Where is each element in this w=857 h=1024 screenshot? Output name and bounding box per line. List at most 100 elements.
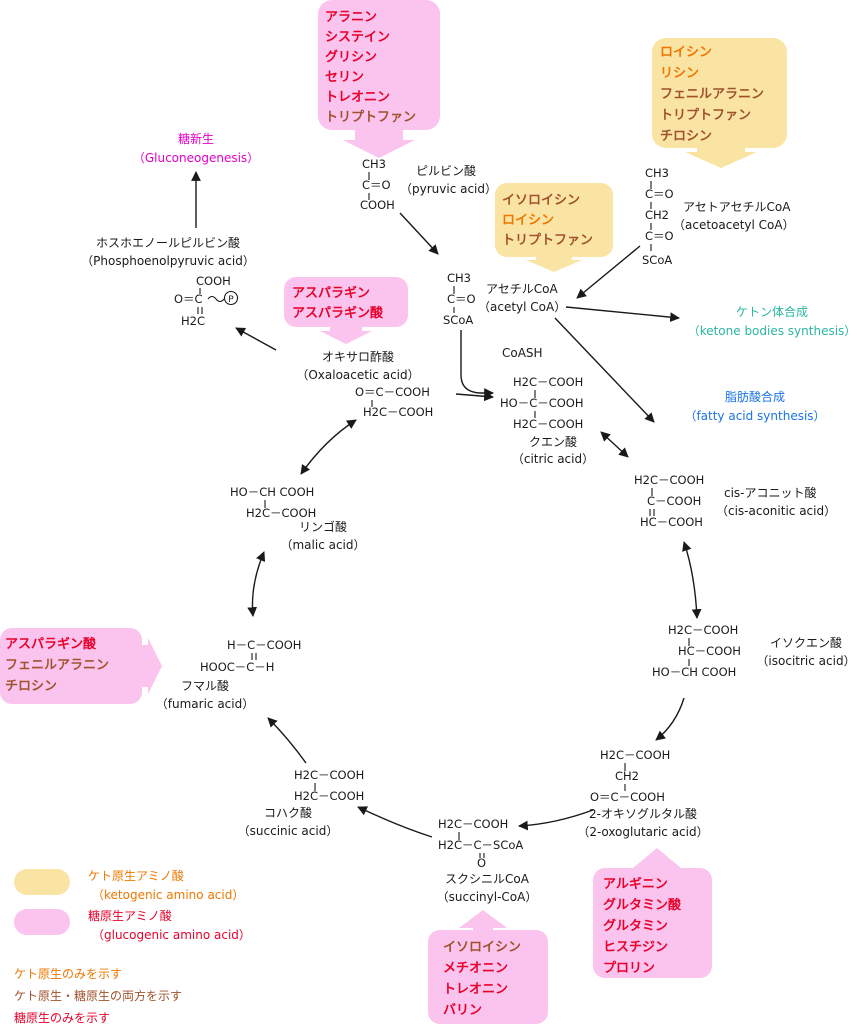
compound-name-en: （Phosphoenolpyruvic acid） [81, 254, 255, 268]
amino-acid: アスパラギン酸 [5, 636, 97, 652]
formula-line: C＝O [362, 178, 391, 192]
formula-line: H2C－C－SCoA [438, 838, 523, 852]
legend-note-ketogenic-only: ケト原生のみを示す [14, 967, 122, 981]
ketone-synthesis-ja: ケトン体合成 [736, 304, 808, 319]
compound-name-ja: スクシニルCoA [445, 872, 530, 886]
compound-malic-acid: HO－CH COOH H2C－COOH リンゴ酸 （malic acid） [230, 485, 366, 552]
arrow-malate-oxaloacetate [300, 419, 357, 475]
amino-acid: ヒスチジン [603, 940, 668, 955]
phosphate-label: P [228, 295, 234, 305]
amino-acid: グルタミン酸 [603, 897, 682, 913]
formula-line: SCoA [443, 313, 473, 327]
arrow-acetylcoa-to-fatty [554, 317, 655, 423]
amino-acid: リシン [660, 66, 699, 81]
coash-label: CoASH [502, 346, 543, 360]
compound-oxaloacetic-acid: オキサロ酢酸 （Oxaloacetic acid） O＝C－COOH H2C－C… [296, 349, 433, 419]
compound-name-en: （fumaric acid） [156, 697, 254, 711]
compound-name-en: （malic acid） [280, 538, 365, 552]
compound-name-ja: アセトアセチルCoA [683, 200, 791, 214]
compound-name-en: （citric acid） [512, 452, 594, 466]
arrow-oxaloacetate-to-citrate [455, 391, 494, 402]
amino-acid: セリン [325, 70, 364, 85]
fatty-acid-synthesis-en: （fatty acid synthesis） [684, 409, 825, 423]
formula-line: CH3 [362, 157, 386, 171]
legend-note-glucogenic-only: 糖原生のみを示す [14, 1010, 110, 1024]
formula-line: C－COOH [647, 494, 701, 508]
compound-isocitric-acid: H2C－COOH HC－COOH HO－CH COOH イソクエン酸 （isoc… [652, 623, 856, 679]
gluconeogenesis-en: （Gluconeogenesis） [133, 151, 259, 165]
compound-name-ja: ピルビン酸 [416, 163, 476, 178]
glucogenic-box-bg [284, 277, 408, 327]
arrow-oxaloacetate-to-pep [235, 327, 277, 351]
compound-name-en: （succinyl-CoA） [437, 890, 538, 904]
formula-line: H2C－COOH [600, 748, 670, 762]
compound-name-ja: フマル酸 [181, 678, 229, 693]
compound-name-en: （acetoacetyl CoA） [673, 218, 795, 232]
compound-name-ja: cis-アコニット酸 [724, 485, 817, 500]
compound-name-en: （succinic acid） [238, 824, 339, 838]
amino-acid: システイン [325, 30, 390, 45]
amino-box-fumarate: アスパラギン酸 フェニルアラニン チロシン [0, 628, 162, 704]
compound-name-ja: アセチルCoA [486, 282, 558, 296]
box-arrow [526, 257, 582, 272]
amino-acid: イソロイシン [502, 193, 580, 208]
box-arrow [685, 148, 757, 168]
compound-name-ja: オキサロ酢酸 [322, 349, 394, 364]
formula-line: HO－C－COOH [500, 396, 584, 410]
formula-line: O [477, 856, 486, 870]
amino-acid: トリプトファン [502, 233, 593, 248]
formula-line: H－C－COOH [227, 638, 301, 652]
arrow-succinylcoa-to-succinate [357, 806, 433, 838]
arrow-acetylcoa-to-ketone [565, 306, 680, 323]
compound-name-ja: クエン酸 [529, 434, 577, 449]
compound-2-oxoglutaric-acid: H2C－COOH CH2 O＝C－COOH 2-オキソグルタル酸 （2-oxog… [577, 748, 708, 839]
amino-box-succinyl: イソロイシン メチオニン トレオニン バリン [428, 910, 548, 1024]
box-arrow [459, 910, 507, 932]
arrow-isocitrate-to-oxoglutarate [655, 697, 685, 741]
amino-acid: バリン [443, 1003, 482, 1018]
legend-ketogenic-swatch [14, 869, 70, 895]
legend: ケト原生アミノ酸 （ketogenic amino acid） 糖原生アミノ酸 … [14, 868, 251, 1024]
compound-name-en: （cis-aconitic acid） [716, 504, 836, 518]
amino-acid: アスパラギン [292, 285, 370, 301]
phosphate-circle [223, 290, 239, 306]
formula-line: C＝O [645, 229, 674, 243]
amino-acid: トレオニン [325, 90, 390, 105]
formula-line: H2C－COOH [513, 417, 583, 431]
compound-name-ja: 2-オキソグルタル酸 [589, 806, 697, 821]
amino-acid: ロイシン [502, 213, 554, 228]
amino-acid: フェニルアラニン [5, 658, 109, 673]
formula-line: CH2 [615, 769, 639, 783]
formula-line: H2C－COOH [294, 789, 364, 803]
formula-line: HO－CH COOH [652, 665, 736, 679]
amino-box-acetyl: イソロイシン ロイシン トリプトファン [495, 183, 613, 272]
compound-succinic-acid: H2C－COOH H2C－COOH コハク酸 （succinic acid） [238, 768, 365, 838]
compound-name-ja: ホスホエノールピルビン酸 [96, 235, 240, 250]
compound-succinyl-coa: H2C－COOH H2C－C－SCoA O スクシニルCoA （succinyl… [437, 817, 538, 904]
legend-ketogenic-ja: ケト原生アミノ酸 [88, 868, 184, 883]
amino-acid: イソロイシン [443, 940, 521, 955]
compound-name-en: （acetyl CoA） [478, 300, 566, 314]
arrow-acetylcoa-to-citrate [460, 330, 494, 398]
formula-line: H2C－COOH [363, 405, 433, 419]
formula-line: H2C－COOH [513, 375, 583, 389]
formula-line: SCoA [642, 253, 672, 267]
compound-phosphoenolpyruvic-acid: ホスホエノールピルビン酸 （Phosphoenolpyruvic acid） C… [81, 235, 255, 328]
glucogenic-box-bg [0, 628, 142, 704]
amino-acid: ロイシン [660, 45, 712, 60]
amino-box-acetoacetyl: ロイシン リシン フェニルアラニン トリプトファン チロシン [652, 38, 787, 168]
arrow-citrate-cis-aconitate [600, 431, 629, 458]
formula-line: H2C [181, 314, 205, 328]
compound-fumaric-acid: H－C－COOH HOOC－C－H フマル酸 （fumaric acid） [156, 638, 302, 711]
amino-box-oxoglutarate: アルギニン グルタミン酸 グルタミン ヒスチジン プロリン [593, 848, 712, 978]
amino-acid: メチオニン [443, 961, 508, 976]
amino-acid: プロリン [603, 961, 655, 976]
arrow-oxoglutarate-to-succinylcoa [518, 809, 594, 831]
amino-acid: チロシン [5, 679, 57, 694]
arrow-pyruvate-to-acetylcoa [399, 212, 439, 255]
legend-glucogenic-ja: 糖原生アミノ酸 [88, 908, 172, 923]
ketogenic-box-bg [652, 38, 787, 148]
formula-line: H2C－COOH [438, 817, 508, 831]
arrow-cis-aconitate-isocitrate [682, 541, 702, 619]
